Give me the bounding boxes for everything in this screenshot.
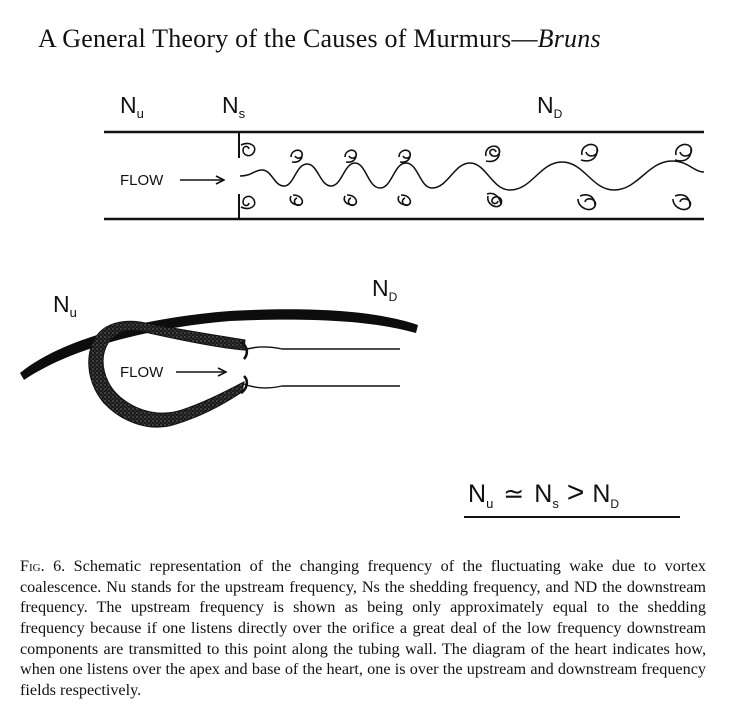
tube-diagram: Nu Ns ND FLOW — [104, 92, 705, 221]
tube-label-shedding: Ns — [222, 92, 246, 121]
relation-formula: Nu≃Ns>ND — [468, 476, 619, 511]
vortex — [344, 149, 358, 163]
lower-vortex-row — [240, 192, 692, 211]
running-head: A General Theory of the Causes of Murmur… — [38, 24, 718, 54]
vortex — [343, 194, 358, 207]
tube-label-upstream: Nu — [120, 92, 144, 121]
tube-flow-label: FLOW — [120, 172, 164, 189]
heart-label-upstream: Nu — [53, 291, 77, 320]
vortex — [580, 143, 599, 162]
running-head-title: A General Theory of the Causes of Murmur… — [38, 24, 538, 53]
heart-muscle-wall — [88, 320, 246, 428]
caption-text: Schematic representation of the changing… — [20, 557, 706, 699]
vortex — [398, 149, 412, 163]
heart-label-downstream: ND — [372, 275, 398, 304]
upper-vortex-row — [240, 142, 693, 163]
figure-number: Fig. 6. — [20, 557, 66, 576]
vortex — [577, 194, 597, 211]
running-head-author: Bruns — [537, 24, 601, 53]
heart-diagram: Nu ND FLOW — [20, 275, 418, 428]
vortex — [290, 149, 304, 163]
tube-label-downstream: ND — [537, 92, 563, 121]
aorta-upper-wall — [243, 346, 400, 351]
frequency-relation: Nu≃Ns>ND — [464, 476, 680, 518]
figure-6: Nu Ns ND FLOW — [20, 92, 705, 518]
figure-caption: Fig. 6. Schematic representation of the … — [20, 556, 706, 700]
vortex — [672, 194, 692, 211]
vortex — [674, 143, 693, 162]
vortex — [240, 142, 256, 157]
heart-flow-label: FLOW — [120, 364, 164, 381]
vortex — [486, 192, 503, 208]
vortex — [485, 145, 501, 163]
wake-sinuous-line — [239, 160, 705, 191]
vortex — [397, 194, 412, 207]
vortex — [289, 194, 304, 207]
vortex — [240, 195, 256, 210]
aorta-lower-wall — [243, 383, 400, 389]
